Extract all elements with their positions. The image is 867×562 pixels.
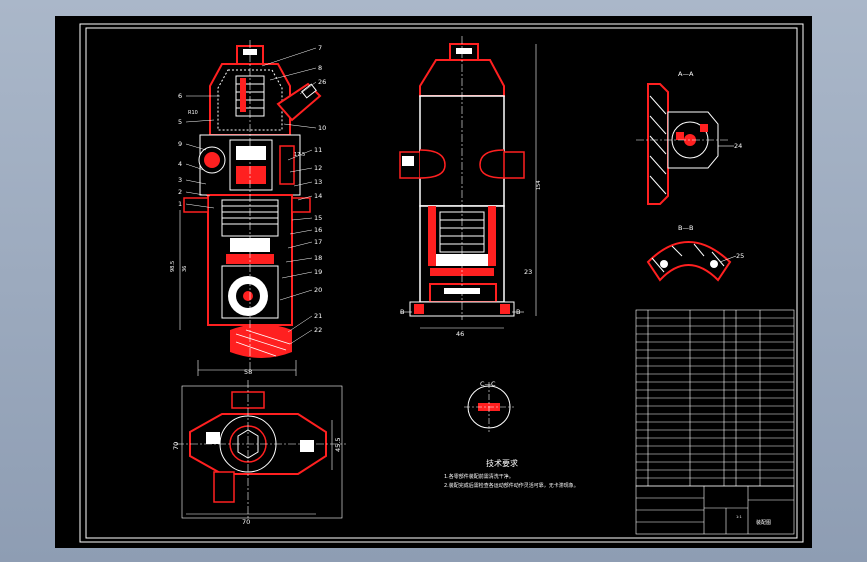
dim-46: 46 (456, 330, 464, 338)
leader-line (285, 257, 313, 263)
section-cc-title: C—C (480, 380, 496, 388)
leader-number-26: 26 (318, 78, 326, 86)
leader-number-17: 17 (314, 238, 322, 246)
dim-98-5: 98.5 (170, 261, 176, 272)
leader-line (269, 67, 317, 81)
leader-line (185, 191, 211, 197)
leader-number-13: 13 (314, 178, 322, 186)
leader-line (185, 163, 205, 171)
leader-number-6: 6 (178, 92, 182, 100)
leader-number-16: 16 (314, 226, 322, 234)
front-view (179, 40, 322, 376)
leader-number-11: 11 (314, 146, 322, 154)
leader-24: 24 (734, 142, 742, 150)
leader-line (299, 81, 317, 95)
section-aa-title: A—A (678, 70, 694, 78)
section-mark-b-right: B (516, 308, 520, 316)
dim-17-5: 17.5 (294, 152, 305, 158)
dim-154: 154 (536, 180, 542, 190)
tech-req-title: 技术要求 (486, 458, 518, 468)
top-view (176, 380, 346, 520)
dim-58: 58 (244, 368, 252, 376)
leader-number-5: 5 (178, 118, 182, 126)
leader-number-22: 22 (314, 326, 322, 334)
leader-number-3: 3 (178, 176, 182, 184)
leader-number-1: 1 (178, 200, 182, 208)
leader-number-18: 18 (314, 254, 322, 262)
leader-line (185, 203, 215, 209)
sheet-border-outer (79, 23, 804, 543)
leader-line (281, 271, 313, 279)
leader-25: 25 (736, 252, 744, 260)
leader-number-19: 19 (314, 268, 322, 276)
leader-line (293, 181, 313, 187)
leader-line (291, 217, 313, 221)
leader-line (283, 123, 317, 129)
leader-line (279, 289, 313, 301)
title-block-name: 装配图 (756, 519, 771, 526)
leader-line (287, 315, 313, 333)
leader-line (185, 179, 207, 185)
leader-line (297, 195, 313, 201)
leader-number-8: 8 (318, 64, 322, 72)
sheet-border-inner (85, 27, 798, 539)
leader-line (261, 47, 317, 67)
leader-number-20: 20 (314, 286, 322, 294)
leader-line (185, 143, 207, 151)
dim-36: 36 (182, 266, 188, 272)
section-aa (636, 83, 734, 205)
leader-line (289, 167, 313, 173)
leader-line (287, 149, 313, 161)
title-block-scale: 1:1 (736, 515, 742, 519)
leader-number-2: 2 (178, 188, 182, 196)
leader-number-12: 12 (314, 164, 322, 172)
leader-number-21: 21 (314, 312, 322, 320)
tech-req-line-1: 1.各零部件装配前需清洗干净。 (444, 473, 514, 480)
leader-number-7: 7 (318, 44, 322, 52)
leader-number-14: 14 (314, 192, 322, 200)
parts-list (635, 309, 795, 535)
section-cc (464, 382, 514, 432)
leader-line (289, 329, 313, 345)
tech-req-line-2: 2.装配完成后需检查各运动部件动作灵活可靠，无卡滞现象。 (444, 482, 579, 489)
side-view (399, 36, 537, 329)
leader-number-9: 9 (178, 140, 182, 148)
leader-line (287, 241, 313, 249)
section-bb (646, 241, 737, 282)
leader-number-15: 15 (314, 214, 322, 222)
dim-70-bottom: 70 (242, 518, 250, 526)
dim-70-left: 70 (172, 442, 180, 450)
radius-label: R10 (188, 110, 198, 116)
section-bb-title: B—B (678, 224, 693, 232)
dim-45-5: 45.5 (334, 438, 342, 452)
leader-line (289, 229, 313, 235)
leader-line (185, 119, 215, 123)
section-mark-b-left: B (400, 308, 404, 316)
leader-number-10: 10 (318, 124, 326, 132)
leader-23: 23 (524, 268, 532, 276)
leader-number-4: 4 (178, 160, 182, 168)
